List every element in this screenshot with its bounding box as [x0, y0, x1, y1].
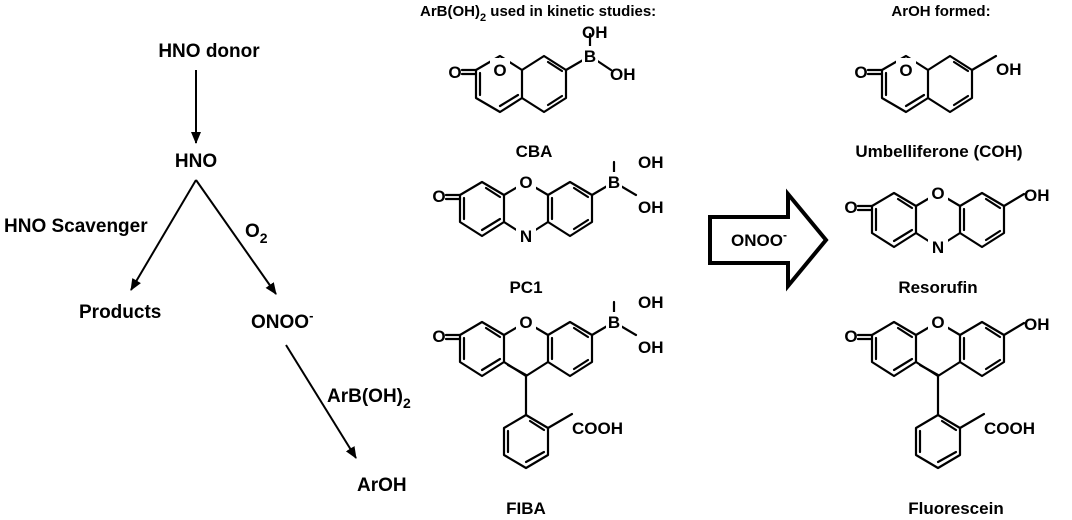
svg-text:B: B [608, 173, 620, 192]
svg-text:O: O [493, 61, 506, 80]
svg-text:O: O [432, 187, 445, 206]
arrow-peroxynitrite-to-aroh [285, 344, 357, 459]
svg-text:N: N [932, 238, 944, 257]
svg-text:O: O [931, 184, 944, 203]
reaction-arrow-label: ONOO- [731, 228, 787, 250]
svg-text:OH: OH [610, 65, 636, 84]
svg-text:O: O [844, 327, 857, 346]
svg-text:B: B [608, 313, 620, 332]
right-column-header: ArOH formed: [891, 3, 990, 20]
hno-label: HNO [175, 151, 217, 172]
svg-text:COOH: COOH [984, 419, 1035, 438]
svg-text:O: O [519, 313, 532, 332]
svg-text:OH: OH [638, 153, 664, 172]
svg-text:OH: OH [638, 198, 664, 217]
cba-label: CBA [516, 142, 553, 161]
umbelliferone-label: Umbelliferone (COH) [855, 142, 1022, 161]
left-column-header: ArB(OH)2 used in kinetic studies: [420, 3, 656, 24]
arrow-hno-to-peroxynitrite [195, 179, 277, 295]
svg-text:O: O [432, 327, 445, 346]
svg-text:OH: OH [638, 338, 664, 357]
svg-text:O: O [854, 63, 867, 82]
svg-text:OH: OH [1024, 186, 1050, 205]
svg-text:B: B [584, 47, 596, 66]
peroxynitrite-label: ONOO- [251, 308, 313, 333]
fiba-structure: O O B OH OH COOH [432, 293, 664, 470]
svg-text:OH: OH [582, 23, 608, 42]
svg-text:OH: OH [638, 293, 664, 312]
boronic-acid-label: ArB(OH)2 [327, 386, 411, 411]
oxygen-label: O2 [245, 221, 268, 246]
umbelliferone-structure: O O OH [854, 54, 1022, 114]
fiba-label: FIBA [506, 499, 546, 518]
svg-text:O: O [844, 198, 857, 217]
resorufin-label: Resorufin [898, 278, 977, 297]
reaction-arrow [708, 188, 829, 292]
pc1-structure: O N O B OH OH [432, 153, 664, 246]
fluorescein-structure: O O OH COOH [844, 312, 1050, 470]
products-label: Products [79, 302, 161, 323]
svg-text:OH: OH [1024, 315, 1050, 334]
resorufin-structure: O N O OH [844, 183, 1050, 257]
svg-text:O: O [931, 313, 944, 332]
svg-text:COOH: COOH [572, 419, 623, 438]
svg-text:O: O [519, 173, 532, 192]
pc1-label: PC1 [509, 278, 542, 297]
hno-scavenger-label: HNO Scavenger [4, 216, 148, 237]
hno-donor-label: HNO donor [158, 41, 260, 62]
svg-text:OH: OH [996, 60, 1022, 79]
cba-structure: O O B OH OH [448, 23, 636, 114]
arrow-hno-to-products [130, 179, 197, 291]
aroh-label: ArOH [357, 475, 407, 496]
svg-text:O: O [448, 63, 461, 82]
fluorescein-label: Fluorescein [908, 499, 1003, 518]
svg-text:N: N [520, 227, 532, 246]
svg-text:O: O [899, 61, 912, 80]
